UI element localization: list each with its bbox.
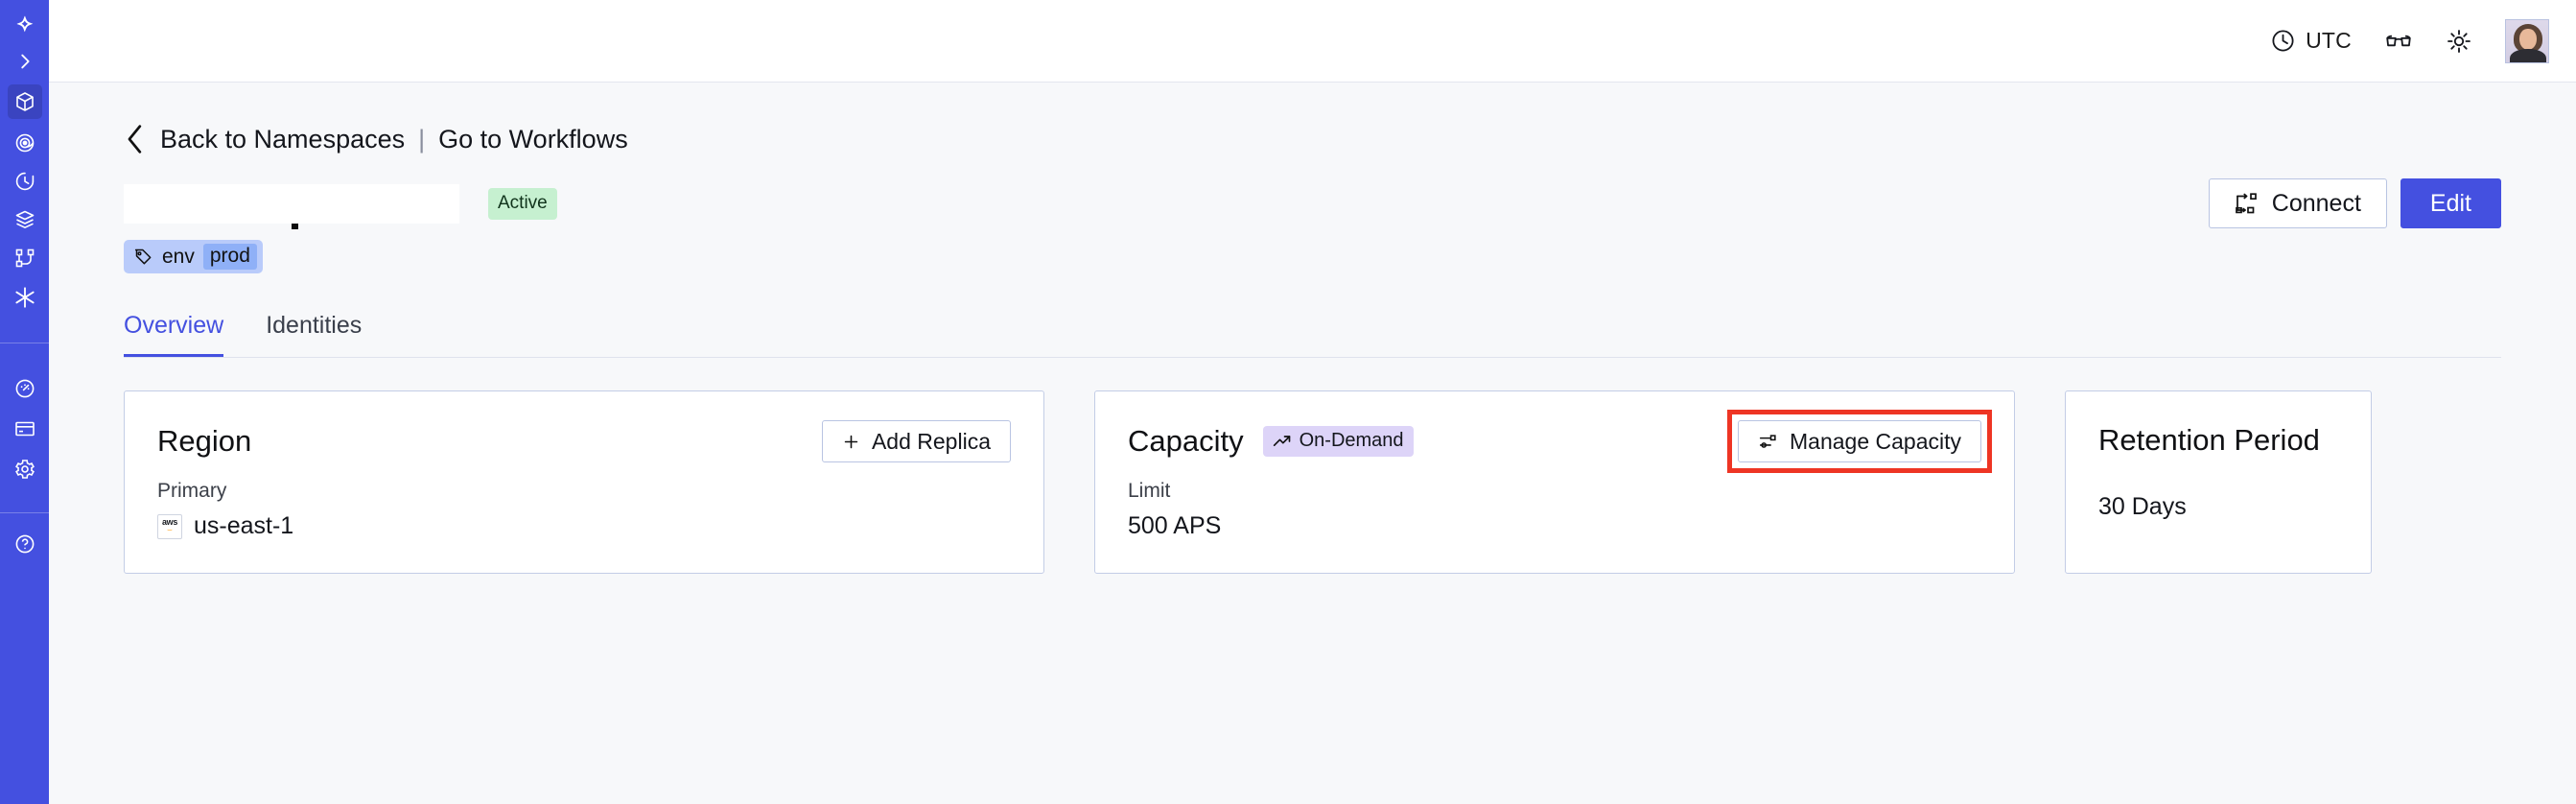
- region-card-header: Region Add Replica: [157, 420, 1011, 462]
- capacity-card-header: Capacity On-Demand: [1128, 410, 1992, 473]
- plus-icon: [842, 433, 860, 451]
- header-actions: Connect Edit: [2208, 178, 2501, 228]
- add-replica-label: Add Replica: [871, 428, 991, 454]
- breadcrumb-divider: |: [418, 124, 426, 154]
- region-primary-label: Primary: [157, 480, 227, 502]
- sidebar-item-schedules[interactable]: [8, 162, 42, 201]
- capacity-limit-label: Limit: [1128, 480, 1171, 502]
- workflows-graph-icon[interactable]: [8, 241, 42, 275]
- left-sidebar: [0, 0, 49, 804]
- expand-chevron-icon[interactable]: [8, 44, 42, 79]
- schedules-clock-icon[interactable]: [8, 164, 42, 199]
- tab-identities[interactable]: Identities: [266, 312, 363, 339]
- sidebar-item-nexus[interactable]: [8, 277, 42, 318]
- glasses-icon: [2384, 27, 2413, 56]
- retention-card-header: Retention Period: [2098, 420, 2338, 461]
- main-region: UTC: [49, 0, 2576, 804]
- theme-toggle-button[interactable]: [2446, 28, 2472, 55]
- avatar[interactable]: [2505, 18, 2549, 63]
- breadcrumb-back-link[interactable]: Back to Namespaces: [160, 124, 406, 154]
- avatar-body: [2510, 48, 2546, 62]
- capacity-mode-label: On-Demand: [1299, 430, 1404, 451]
- tab-overview[interactable]: Overview: [124, 312, 224, 357]
- connect-button-label: Connect: [2271, 189, 2361, 217]
- help-circle-icon[interactable]: [8, 527, 42, 556]
- breadcrumb: Back to Namespaces | Go to Workflows: [124, 123, 2501, 155]
- retention-value: 30 Days: [2098, 493, 2187, 520]
- sidebar-item-observability[interactable]: [8, 124, 42, 162]
- tag-icon: [133, 247, 153, 267]
- connect-flow-icon: [2235, 193, 2260, 214]
- sidebar-item-billing[interactable]: [8, 409, 42, 449]
- sidebar-item-workflows[interactable]: [8, 239, 42, 277]
- nexus-asterisk-icon[interactable]: [8, 280, 42, 315]
- capacity-mode-badge: On-Demand: [1262, 426, 1414, 457]
- add-replica-button[interactable]: Add Replica: [821, 420, 1011, 462]
- logo-star-icon[interactable]: [8, 7, 42, 41]
- timezone-selector[interactable]: UTC: [2270, 28, 2352, 54]
- tag-chip-env[interactable]: env prod: [124, 240, 263, 273]
- capacity-card-title: Capacity: [1128, 424, 1244, 458]
- batch-layers-icon[interactable]: [8, 202, 42, 237]
- sun-icon: [2446, 28, 2472, 55]
- settings-gear-icon[interactable]: [8, 452, 42, 486]
- timezone-label: UTC: [2306, 28, 2352, 53]
- namespace-title-row: Active Co: [124, 178, 2501, 229]
- region-value-row: aws ⌣ us-east-1: [157, 512, 1011, 540]
- page-title: [124, 183, 459, 229]
- retention-card: Retention Period 30 Days: [2065, 390, 2372, 574]
- sliders-icon: [1758, 433, 1778, 451]
- capacity-card: Capacity On-Demand: [1094, 390, 2015, 574]
- edit-button[interactable]: Edit: [2400, 178, 2501, 228]
- trend-up-icon: [1273, 434, 1292, 449]
- edit-button-label: Edit: [2429, 189, 2471, 217]
- page-content: Back to Namespaces | Go to Workflows Act…: [49, 83, 2576, 804]
- aws-icon-text: aws: [161, 517, 178, 527]
- region-card-title: Region: [157, 424, 252, 458]
- observability-eye-icon[interactable]: [8, 126, 42, 160]
- retention-card-title: Retention Period: [2098, 423, 2320, 457]
- manage-capacity-button[interactable]: Manage Capacity: [1738, 420, 1981, 462]
- sidebar-item-help[interactable]: [8, 527, 42, 556]
- namespaces-cube-icon[interactable]: [7, 84, 42, 119]
- docs-button[interactable]: [2384, 27, 2413, 56]
- overview-cards: Region Add Replica Primary aws: [124, 390, 2501, 574]
- chevron-left-icon[interactable]: [124, 123, 147, 155]
- avatar-face: [2519, 28, 2537, 50]
- aws-icon-swoosh: ⌣: [167, 525, 173, 534]
- manage-capacity-label: Manage Capacity: [1790, 428, 1961, 454]
- namespace-tags: env prod: [124, 240, 2501, 273]
- usage-gauge-icon[interactable]: [8, 371, 42, 406]
- tab-bar: Overview Identities: [124, 306, 2501, 358]
- connect-button[interactable]: Connect: [2208, 178, 2387, 228]
- billing-card-icon[interactable]: [8, 412, 42, 446]
- region-card: Region Add Replica Primary aws: [124, 390, 1044, 574]
- breadcrumb-workflows-link[interactable]: Go to Workflows: [438, 124, 628, 154]
- capacity-limit-value: 500 APS: [1128, 512, 1222, 539]
- clock-icon: [2270, 28, 2296, 54]
- sidebar-item-usage[interactable]: [8, 368, 42, 409]
- sidebar-logo[interactable]: [8, 5, 42, 43]
- tag-key: env: [162, 245, 195, 268]
- aws-icon: aws ⌣: [157, 513, 182, 539]
- sidebar-item-settings[interactable]: [8, 449, 42, 489]
- sidebar-item-namespaces[interactable]: [7, 80, 42, 124]
- top-header-bar: UTC: [49, 0, 2576, 83]
- manage-capacity-highlight: Manage Capacity: [1727, 410, 1992, 473]
- sidebar-divider-2: [0, 512, 49, 513]
- tag-value: prod: [202, 244, 257, 270]
- sidebar-item-expand[interactable]: [8, 43, 42, 80]
- region-value: us-east-1: [194, 512, 294, 539]
- sidebar-item-batch[interactable]: [8, 201, 42, 239]
- status-badge: Active: [488, 187, 557, 220]
